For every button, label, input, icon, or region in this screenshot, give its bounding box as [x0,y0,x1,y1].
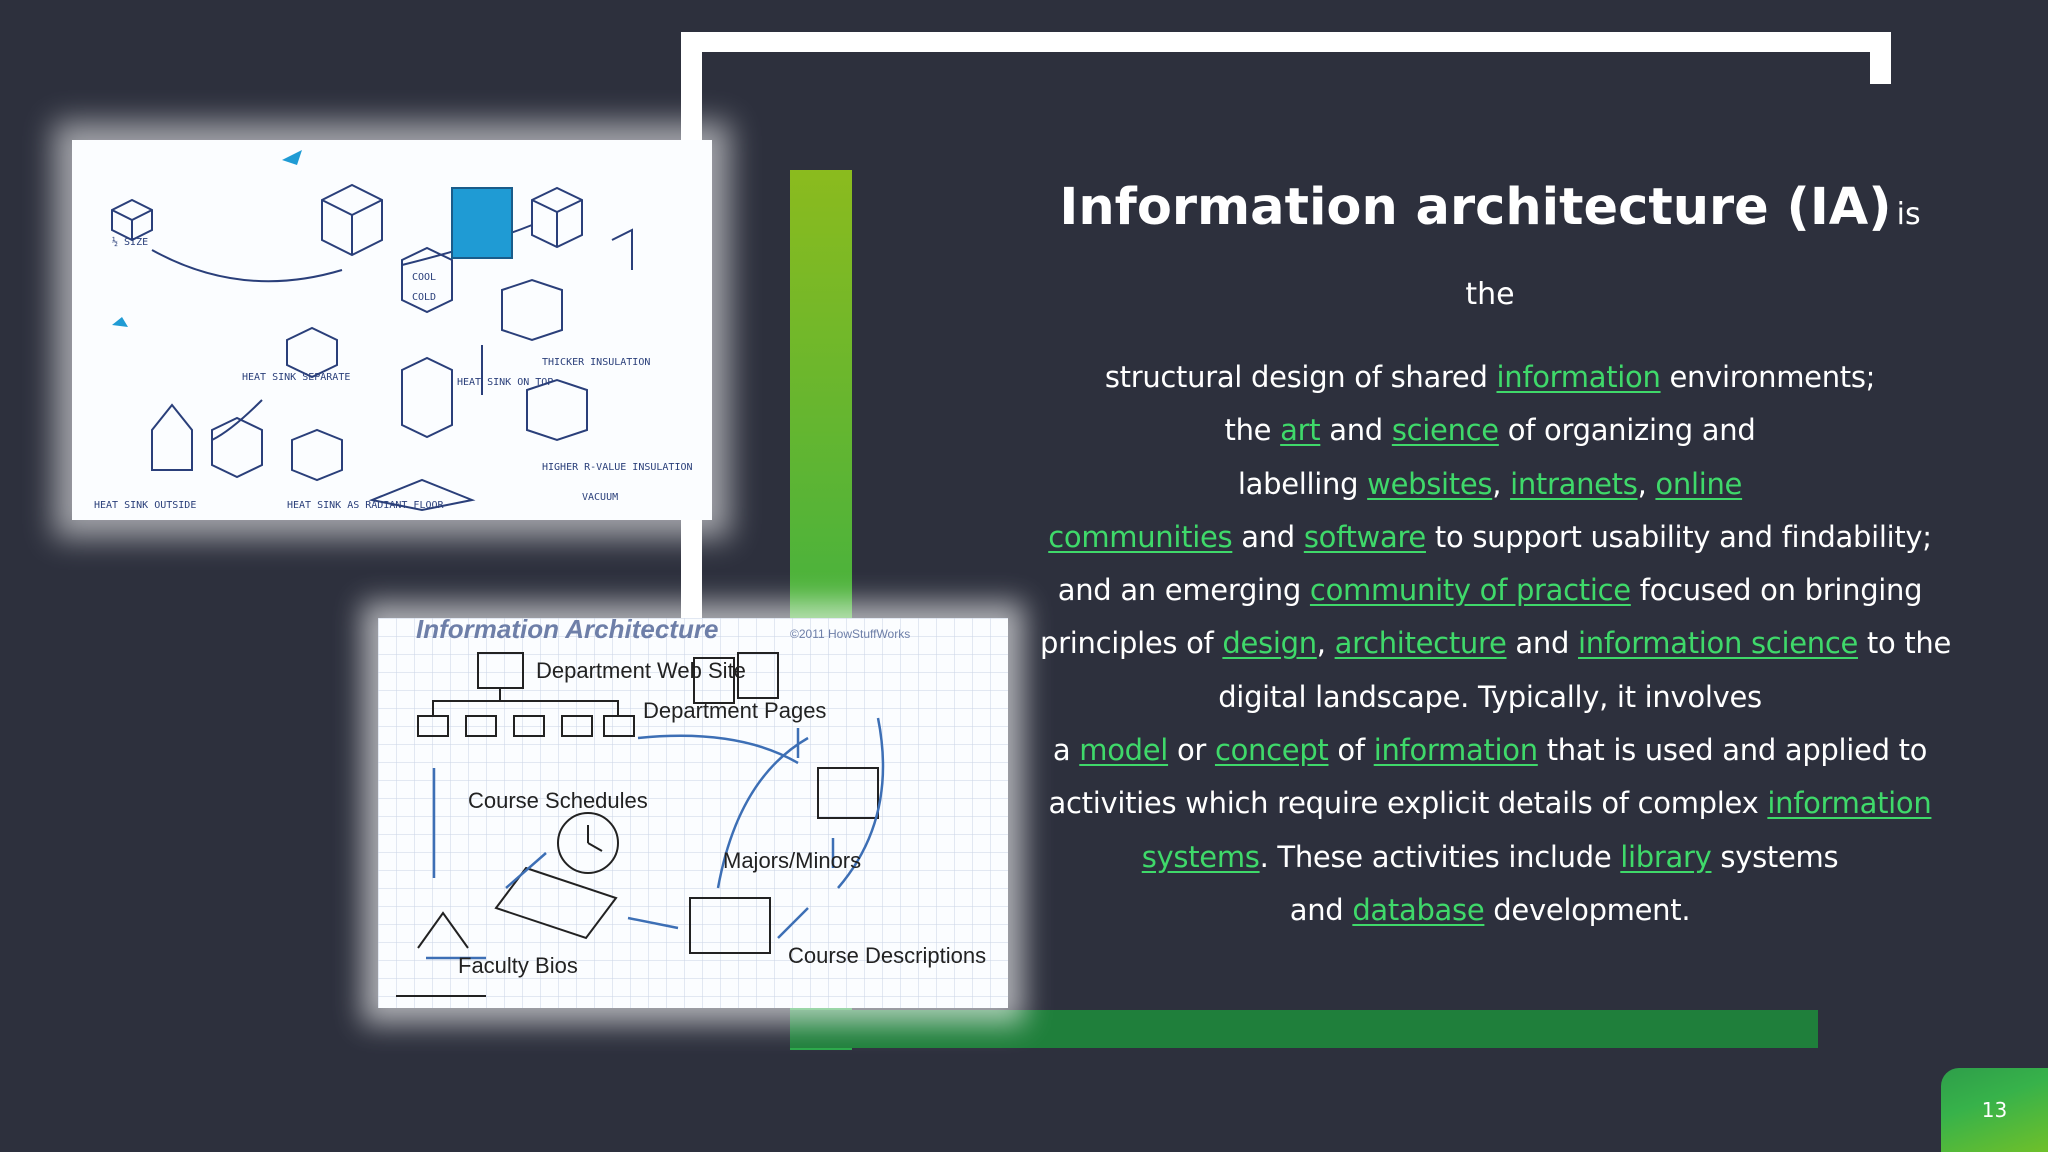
text-segment: and [1289,892,1353,927]
text-segment: to the [1858,626,1952,661]
hyperlink[interactable]: websites [1367,466,1493,501]
text-segment: and [1232,519,1304,554]
sketch-drawing: ½ SIZE HEAT SINK SEPARATE THICKER INSULA… [94,150,693,512]
text-segment: to support usability and findability; [1425,519,1932,554]
hyperlink[interactable]: concept [1214,733,1329,768]
sketch-label-vacuum: VACUUM [582,492,618,503]
text-line: digital landscape. Typically, it involve… [1040,671,1940,724]
text-segment: of organizing and [1498,413,1756,448]
text-segment: or [1168,733,1215,768]
hyperlink[interactable]: community of practice [1309,573,1631,608]
ia-diagram-copyright: ©2011 HowStuffWorks [790,627,910,641]
sketch-label-cool: COOL [412,272,436,283]
text-segment: focused on bringing [1630,573,1923,608]
green-horizontal-bar [790,1010,1818,1048]
text-segment: , [1316,626,1335,661]
text-segment: activities which require explicit detail… [1048,786,1768,821]
text-line: communities and software to support usab… [1040,511,1940,564]
sketch-label-heat-sink-separate: HEAT SINK SEPARATE [242,372,350,383]
text-segment: digital landscape. Typically, it involve… [1218,679,1762,714]
frame-right-edge [1870,32,1891,84]
hyperlink[interactable]: database [1352,892,1485,927]
ia-diagram-image: Information Architecture ©2011 HowStuffW… [378,618,1008,1008]
heading: Information architecture (IA) is the [1040,170,1940,337]
text-segment: , [1637,466,1656,501]
text-line: and database development. [1040,884,1940,937]
ia-label-course-descriptions: Course Descriptions [788,943,986,968]
hyperlink[interactable]: model [1079,733,1169,768]
hyperlink[interactable]: design [1222,626,1317,661]
ia-label-department-pages: Department Pages [643,698,826,723]
text-segment: development. [1484,892,1691,927]
hyperlink[interactable]: science [1391,413,1499,448]
text-line: principles of design, architecture and i… [1040,617,1951,670]
text-line: structural design of shared information … [1040,351,1940,404]
text-line: and an emerging community of practice fo… [1040,564,1940,617]
text-line: labelling websites, intranets, online [1040,458,1940,511]
text-segment: a [1052,733,1080,768]
text-line: the art and science of organizing and [1040,404,1940,457]
sketch-label-heat-sink-outside: HEAT SINK OUTSIDE [94,500,196,511]
hyperlink[interactable]: art [1280,413,1321,448]
sketch-label-heat-sink-on-top: HEAT SINK ON TOP [457,377,553,388]
ia-label-faculty-bios: Faculty Bios [458,953,578,978]
text-line: activities which require explicit detail… [1040,777,1940,830]
text-segment: that is used and applied to [1537,733,1928,768]
text-segment: and [1320,413,1392,448]
hyperlink[interactable]: communities [1048,519,1233,554]
definition-lines: structural design of shared information … [1040,351,1951,937]
hyperlink[interactable]: architecture [1334,626,1507,661]
hyperlink[interactable]: online [1655,466,1743,501]
hyperlink[interactable]: systems [1141,839,1260,874]
text-segment: and an emerging [1057,573,1310,608]
text-segment: and [1506,626,1578,661]
sketch-label-cold: COLD [412,292,436,303]
hyperlink[interactable]: information [1496,360,1661,394]
definition-text: Information architecture (IA) is the str… [1040,170,1951,937]
text-segment: labelling [1237,466,1368,501]
sketch-label-thicker-insulation: THICKER INSULATION [542,357,650,368]
hyperlink[interactable]: information [1767,786,1932,821]
ia-label-department-web-site: Department Web Site [536,658,746,683]
text-segment: environments; [1660,360,1876,394]
page-number-badge: 13 [1941,1068,2048,1152]
ia-diagram-title: Information Architecture [416,618,718,644]
frame-top-edge [681,32,1891,52]
text-segment: , [1492,466,1511,501]
ia-label-majors-minors: Majors/Minors [723,848,861,873]
hyperlink[interactable]: intranets [1510,466,1638,501]
text-segment: of [1328,733,1374,768]
hyperlink[interactable]: information [1373,733,1538,768]
text-segment: systems [1711,839,1839,874]
text-line: systems. These activities include librar… [1040,831,1940,884]
hyperlink[interactable]: information science [1578,626,1859,661]
ia-label-course-schedules: Course Schedules [468,788,648,813]
text-segment: the [1224,413,1281,448]
sketch-label-heat-sink-radiant: HEAT SINK AS RADIANT FLOOR [287,500,445,511]
sketch-label-half-size: ½ SIZE [112,236,148,248]
text-line: a model or concept of information that i… [1040,724,1940,777]
hyperlink[interactable]: library [1620,839,1712,874]
heading-tail: is the [1465,197,1921,312]
heading-title: Information architecture (IA) [1059,178,1892,237]
sketch-image: ½ SIZE HEAT SINK SEPARATE THICKER INSULA… [72,140,712,520]
hyperlink[interactable]: software [1303,519,1426,554]
sketch-label-higher-r-value: HIGHER R-VALUE INSULATION [542,462,693,473]
text-segment: structural design of shared [1104,360,1497,394]
ia-diagram-drawing: Information Architecture ©2011 HowStuffW… [378,618,1008,1008]
text-segment: . These activities include [1259,839,1621,874]
text-segment: principles of [1040,626,1223,661]
